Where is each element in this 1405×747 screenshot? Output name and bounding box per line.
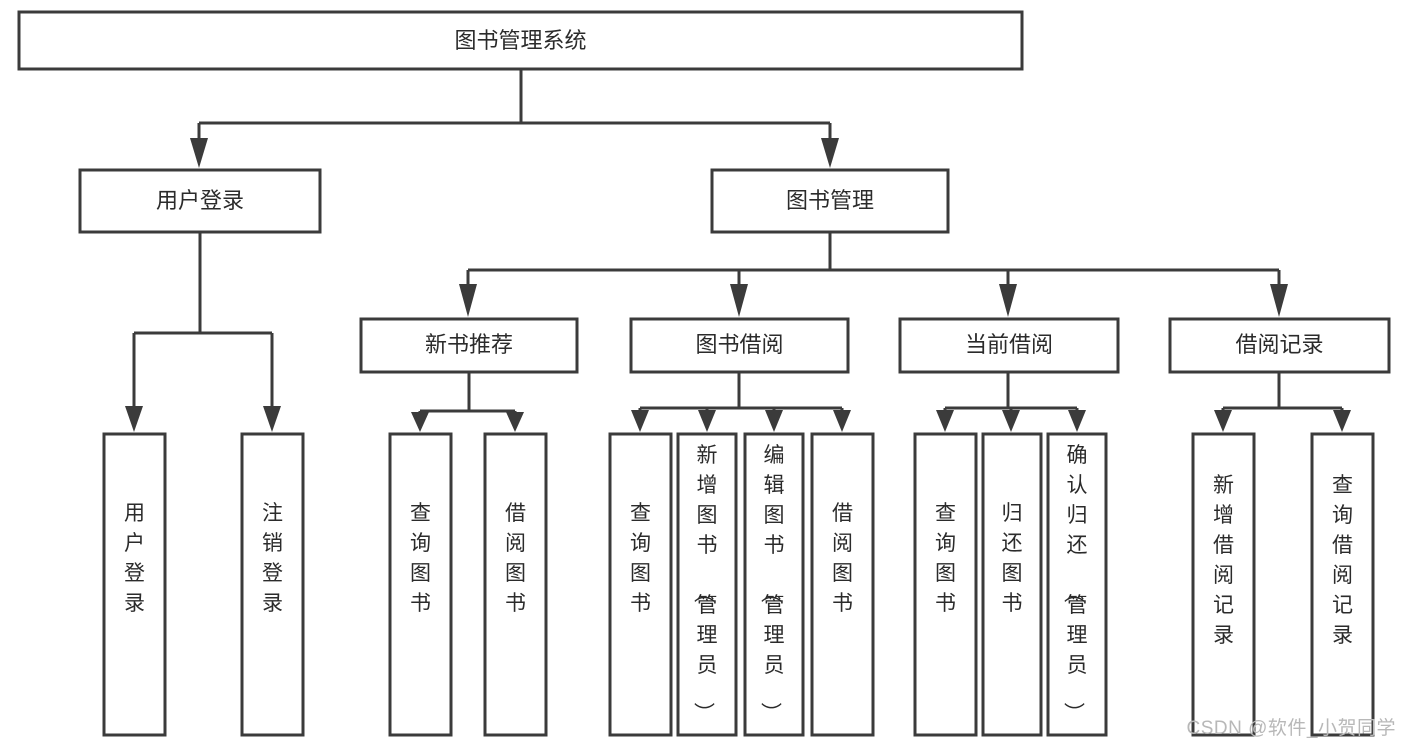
arrow-head-leaf-user-login [125,406,143,432]
new-book-recommend-box[interactable] [359,317,579,374]
node-leaf-user-login[interactable]: 用户登录 [102,432,167,737]
node-leaf-add-book[interactable]: 新增图书（管理员） [676,432,738,737]
leaf-edit-book-box[interactable] [743,432,805,737]
arrow-head-new-book-recommend [459,284,477,317]
node-leaf-confirm-return[interactable]: 确认归还（管理员） [1046,432,1108,737]
node-user-login[interactable]: 用户登录 [78,168,322,234]
arrow-head-leaf-add-record [1214,410,1232,432]
leaf-borrow-book-1-box[interactable] [483,432,548,737]
node-leaf-borrow-book-1[interactable]: 借阅图书 [483,432,548,737]
node-leaf-query-book-1[interactable]: 查询图书 [388,432,453,737]
borrow-record-box[interactable] [1168,317,1391,374]
leaf-query-book-3-label: 查询图书 [935,502,956,615]
node-leaf-edit-book[interactable]: 编辑图书（管理员） [743,432,805,737]
book-manage-box[interactable] [710,168,950,234]
leaf-confirm-return-label: 确认归还（管理员） [1062,444,1088,723]
leaf-query-book-3-box[interactable] [913,432,978,737]
node-root-system[interactable]: 图书管理系统 [17,10,1024,71]
arrow-head-current-borrow [999,284,1017,317]
current-borrow-box[interactable] [898,317,1120,374]
book-borrow-box[interactable] [629,317,850,374]
leaf-add-book-label: 新增图书（管理员） [692,444,718,723]
leaf-borrow-book-1-label: 借阅图书 [505,502,526,615]
book-borrow-label: 图书借阅 [695,332,783,357]
node-new-book-recommend[interactable]: 新书推荐 [359,317,579,374]
root-label: 图书管理系统 [454,28,586,53]
node-leaf-return-book[interactable]: 归还图书 [981,432,1043,737]
leaf-logout-login-box[interactable] [240,432,305,737]
leaf-query-book-2-box[interactable] [608,432,673,737]
leaf-logout-login-label: 注销登录 [262,502,283,615]
leaf-borrow-book-2-box[interactable] [810,432,875,737]
root-box[interactable] [17,10,1024,71]
node-leaf-borrow-book-2[interactable]: 借阅图书 [810,432,875,737]
leaf-return-book-label: 归还图书 [1002,502,1023,615]
book-manage-label: 图书管理 [786,188,874,213]
arrow-head-leaf-query-book-1 [411,412,429,432]
leaf-user-login-box[interactable] [102,432,167,737]
leaf-user-login-label: 用户登录 [124,502,145,615]
arrow-head-leaf-confirm-return [1068,410,1086,432]
node-book-manage[interactable]: 图书管理 [710,168,950,234]
arrow-head-book-borrow [730,284,748,317]
arrow-head-leaf-query-record [1333,410,1351,432]
user-login-label: 用户登录 [156,188,244,213]
leaf-confirm-return-box[interactable] [1046,432,1108,737]
leaf-query-book-1-label: 查询图书 [410,502,431,615]
arrow-head-leaf-borrow-book-2 [833,410,851,432]
arrow-head-book-manage [821,138,839,168]
leaf-query-record-box[interactable] [1310,432,1375,737]
connector-layer [125,69,1351,432]
leaf-borrow-book-2-label: 借阅图书 [832,502,853,615]
arrow-head-user-login [190,138,208,168]
arrow-head-leaf-logout-login [263,406,281,432]
arrow-head-leaf-query-book-3 [936,410,954,432]
leaf-nodes-layer: 用户登录 注销登录 查询图书 借阅图书 查询图书 新增图书（管理员） [102,432,1375,737]
node-leaf-add-record[interactable]: 新增借阅记录 [1191,432,1256,737]
leaf-return-book-box[interactable] [981,432,1043,737]
leaf-query-book-2-label: 查询图书 [630,502,651,615]
leaf-add-book-box[interactable] [676,432,738,737]
arrow-head-leaf-query-book-2 [631,410,649,432]
node-leaf-query-book-3[interactable]: 查询图书 [913,432,978,737]
node-leaf-query-book-2[interactable]: 查询图书 [608,432,673,737]
arrow-head-leaf-borrow-book-1 [506,412,524,432]
current-borrow-label: 当前借阅 [965,332,1053,357]
leaf-add-record-box[interactable] [1191,432,1256,737]
leaf-edit-book-label: 编辑图书（管理员） [759,444,785,723]
user-login-box[interactable] [78,168,322,234]
node-borrow-record[interactable]: 借阅记录 [1168,317,1391,374]
csdn-watermark: CSDN @软件_小贺同学 [1186,718,1396,739]
node-leaf-logout-login[interactable]: 注销登录 [240,432,305,737]
leaf-add-record-label: 新增借阅记录 [1213,474,1234,647]
arrow-head-leaf-add-book [698,410,716,432]
arrow-head-leaf-edit-book [765,410,783,432]
node-book-borrow[interactable]: 图书借阅 [629,317,850,374]
arrow-head-leaf-return-book [1002,410,1020,432]
new-book-recommend-label: 新书推荐 [425,332,513,357]
arrow-head-borrow-record [1270,284,1288,317]
node-leaf-query-record[interactable]: 查询借阅记录 [1310,432,1375,737]
node-current-borrow[interactable]: 当前借阅 [898,317,1120,374]
leaf-query-book-1-box[interactable] [388,432,453,737]
borrow-record-label: 借阅记录 [1235,332,1323,357]
leaf-query-record-label: 查询借阅记录 [1332,474,1353,647]
